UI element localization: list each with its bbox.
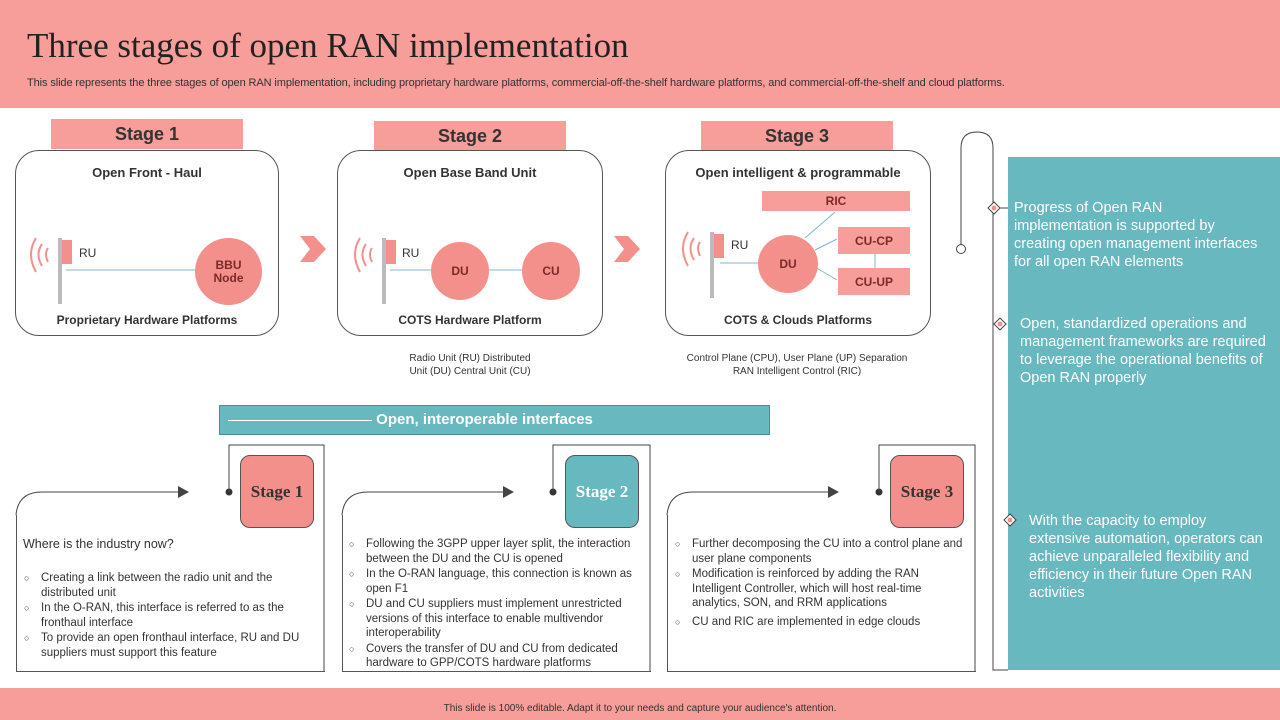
stage-3-ru-label: RU [731, 238, 749, 252]
stage-1-tab: Stage 1 [51, 119, 243, 149]
arrow-right-icon [614, 236, 640, 262]
slide-subtitle: This slide represents the three stages o… [27, 77, 1005, 89]
cu-cp-box: CU-CP [838, 227, 910, 254]
slide-title: Three stages of open RAN implementation [27, 26, 629, 65]
stage-1-platform: Proprietary Hardware Platforms [56, 313, 238, 327]
cu-cp-label: CU-CP [855, 233, 893, 248]
list-item: In the O-RAN language, this connection i… [347, 567, 645, 596]
antenna-icon [682, 231, 724, 298]
detail-connectors [15, 444, 976, 671]
stage-1-pill: Stage 1 [240, 455, 314, 528]
right-info-panel [1008, 157, 1280, 670]
stage-3-caption-line-1: Control Plane (CPU), User Plane (UP) Sep… [686, 353, 908, 364]
list-item: CU and RIC are implemented in edge cloud… [673, 615, 969, 630]
footer-band [0, 688, 1280, 720]
timeline-connector [956, 131, 1017, 671]
right-panel-text-1: Progress of Open RAN implementation is s… [1014, 200, 1258, 270]
list-item: To provide an open fronthaul interface, … [22, 631, 318, 660]
header-band [0, 0, 1280, 108]
list-item: Following the 3GPP upper layer split, th… [347, 537, 645, 566]
stage-3-title: Open intelligent & programmable [695, 165, 901, 180]
stage-2-tab: Stage 2 [374, 121, 566, 151]
interfaces-banner-label: Open, interoperable interfaces [376, 411, 593, 428]
stage-3-platform: COTS & Clouds Platforms [723, 313, 872, 327]
stage-2-detail-list: Following the 3GPP upper layer split, th… [347, 537, 645, 672]
stage-1-detail-box [16, 515, 325, 672]
ric-box: RIC [762, 191, 910, 211]
stage-2-ru-label: RU [402, 246, 420, 260]
stage-1-detail-list: Creating a link between the radio unit a… [22, 571, 318, 661]
stage-3-caption: Control Plane (CPU), User Plane (UP) Sep… [662, 352, 932, 378]
cu-up-box: CU-UP [838, 268, 910, 295]
stage-3-pill: Stage 3 [890, 455, 964, 528]
du-circle: DU [431, 242, 489, 300]
stage-2-caption-line-1: Radio Unit (RU) Distributed [409, 353, 531, 364]
cu-circle: CU [522, 242, 580, 300]
stage-2-caption: Radio Unit (RU) Distributed Unit (DU) Ce… [337, 352, 603, 378]
antenna-icon [354, 237, 396, 304]
stage-3-detail-box [667, 515, 976, 672]
ric-label: RIC [825, 194, 847, 208]
du-circle: DU [758, 235, 818, 293]
stage-3-link-lines [720, 211, 876, 281]
list-item: Creating a link between the radio unit a… [22, 571, 318, 600]
list-item: In the O-RAN, this interface is referred… [22, 601, 318, 630]
bbu-node-label: BBU Node [213, 257, 244, 285]
list-item: Further decomposing the CU into a contro… [673, 537, 969, 566]
stage-3-detail-list: Further decomposing the CU into a contro… [673, 537, 969, 630]
right-panel-text-3: With the capacity to employ extensive au… [1029, 513, 1263, 601]
footer-text: This slide is 100% editable. Adapt it to… [443, 703, 837, 714]
stage-1-link-line [66, 269, 201, 271]
cu-up-label: CU-UP [855, 274, 893, 289]
list-item: Covers the transfer of DU and CU from de… [347, 642, 645, 671]
stage-2-pill: Stage 2 [565, 455, 639, 528]
stage-3-caption-line-2: RAN Intelligent Control (RIC) [732, 366, 862, 377]
stage-2-caption-line-2: Unit (DU) Central Unit (CU) [409, 366, 531, 377]
list-item: DU and CU suppliers must implement unres… [347, 597, 645, 641]
stage-2-platform: COTS Hardware Platform [398, 313, 542, 327]
right-panel-text-2: Open, standardized operations and manage… [1020, 316, 1266, 386]
antenna-icon [30, 237, 72, 304]
du-label: DU [779, 256, 797, 271]
stage-3-tab: Stage 3 [701, 121, 893, 151]
interfaces-banner: Open, interoperable interfaces [219, 405, 770, 435]
stage-2-detail-box [342, 515, 651, 672]
cu-label: CU [542, 263, 560, 278]
du-label: DU [451, 263, 469, 278]
stage-1-ru-label: RU [79, 246, 97, 260]
list-item: Modification is reinforced by adding the… [673, 567, 969, 611]
bbu-node-circle: BBU Node [195, 238, 262, 305]
arrow-right-icon [300, 236, 326, 262]
stage-2-title: Open Base Band Unit [403, 165, 537, 180]
stage-1-detail-heading: Where is the industry now? [23, 537, 174, 551]
stage-1-title: Open Front - Haul [92, 165, 202, 180]
